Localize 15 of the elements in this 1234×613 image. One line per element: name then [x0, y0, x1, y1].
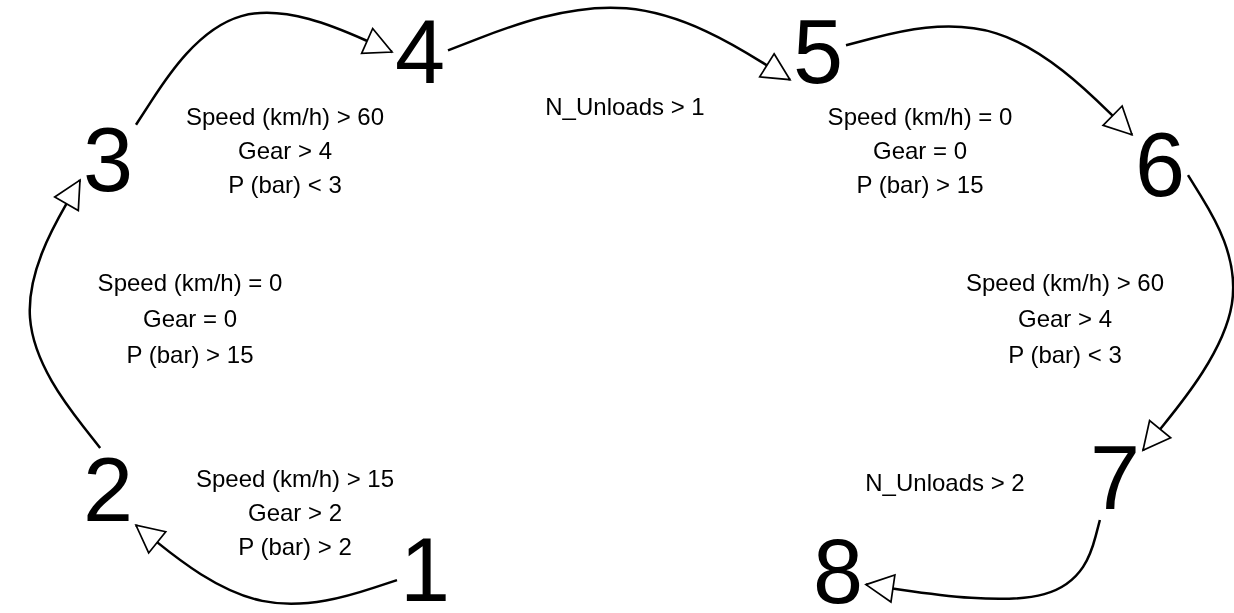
state-number: 4: [394, 7, 446, 97]
state-number: 7: [1089, 433, 1141, 523]
curved-arrow: [28, 179, 102, 449]
curved-arrow: [845, 25, 1133, 136]
state-number: 6: [1134, 120, 1186, 210]
state-number: 5: [792, 7, 844, 97]
curved-arrow: [1142, 174, 1234, 452]
curved-arrow: [135, 524, 398, 605]
state-number: 1: [399, 525, 451, 613]
state-number: 3: [82, 115, 134, 205]
curved-arrow: [134, 11, 393, 126]
curved-arrow: [447, 6, 791, 81]
state-number: 8: [812, 527, 864, 613]
state-number: 2: [82, 445, 134, 535]
curved-arrow: [865, 519, 1102, 603]
